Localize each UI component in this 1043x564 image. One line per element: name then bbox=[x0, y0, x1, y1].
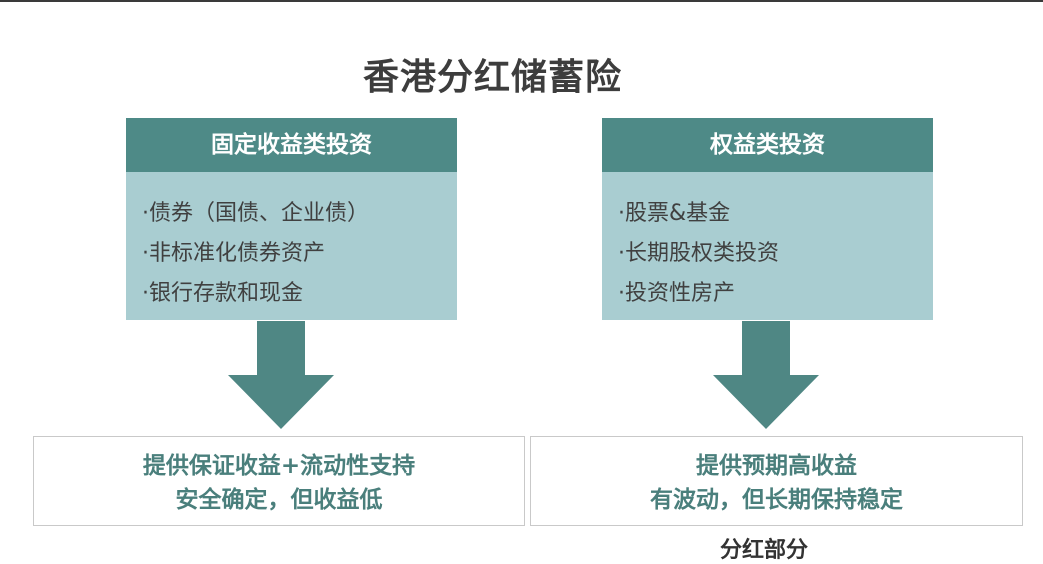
fixed-income-body: ·债券（国债、企业债） ·非标准化债券资产 ·银行存款和现金 bbox=[126, 172, 457, 320]
equity-panel: 权益类投资 ·股票&基金 ·长期股权类投资 ·投资性房产 bbox=[602, 118, 933, 320]
down-arrow-icon bbox=[713, 321, 819, 429]
equity-body: ·股票&基金 ·长期股权类投资 ·投资性房产 bbox=[602, 172, 933, 320]
diagram-title: 香港分红储蓄险 bbox=[362, 57, 622, 98]
fixed-income-item: ·非标准化债券资产 bbox=[142, 241, 325, 266]
down-arrow-icon bbox=[228, 321, 334, 429]
equity-result-line: 有波动，但长期保持稳定 bbox=[650, 487, 903, 513]
equity-item: ·股票&基金 bbox=[618, 201, 731, 226]
fixed-income-panel: 固定收益类投资 ·债券（国债、企业债） ·非标准化债券资产 ·银行存款和现金 bbox=[126, 118, 457, 320]
fixed-income-item: ·银行存款和现金 bbox=[142, 281, 303, 306]
equity-result-line: 提供预期高收益 bbox=[696, 453, 857, 479]
top-border-line bbox=[0, 0, 1043, 2]
equity-header: 权益类投资 bbox=[602, 118, 933, 172]
fixed-income-header: 固定收益类投资 bbox=[126, 118, 457, 172]
equity-item: ·长期股权类投资 bbox=[618, 241, 779, 266]
fixed-income-result-line: 安全确定，但收益低 bbox=[175, 487, 383, 513]
equity-item: ·投资性房产 bbox=[618, 281, 735, 306]
fixed-income-item: ·债券（国债、企业债） bbox=[142, 201, 369, 226]
fixed-income-result-box: 提供保证收益+流动性支持 安全确定，但收益低 bbox=[33, 436, 525, 526]
footer-partial-label: 分红部分 bbox=[720, 538, 809, 563]
fixed-income-result-line: 提供保证收益+流动性支持 bbox=[142, 453, 416, 479]
equity-result-box: 提供预期高收益 有波动，但长期保持稳定 bbox=[530, 436, 1023, 526]
